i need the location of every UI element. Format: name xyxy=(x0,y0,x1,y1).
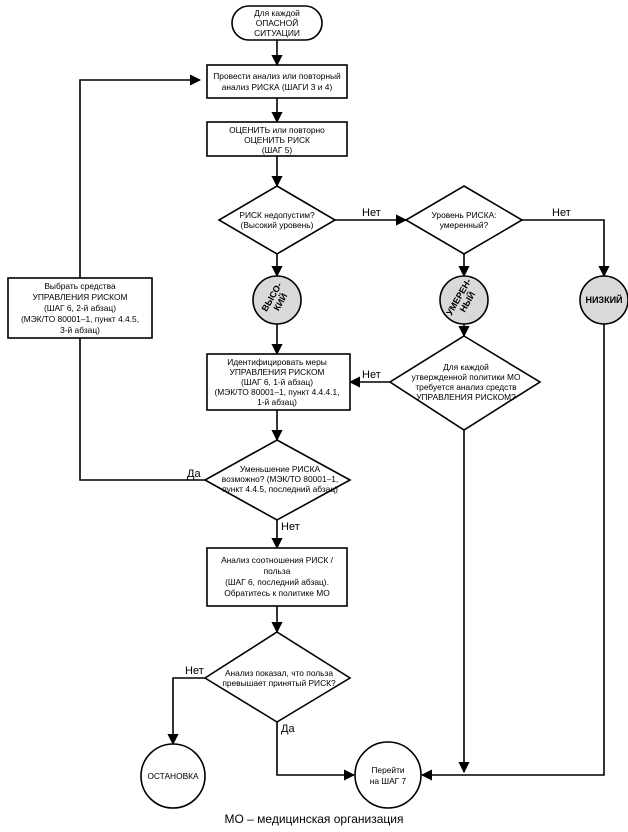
svg-text:Уровень РИСКА:умеренный?: Уровень РИСКА:умеренный? xyxy=(431,210,496,230)
label-no-moderate: Нет xyxy=(552,207,571,219)
node-low: НИЗКИЙ xyxy=(579,275,628,325)
node-stop: ОСТАНОВКА xyxy=(140,743,206,809)
svg-text:Анализ соотношения РИСК /польз: Анализ соотношения РИСК /польза(ШАГ 6, п… xyxy=(221,555,334,598)
label-yes-benefit: Да xyxy=(281,723,295,735)
decision-risk-moderate: Уровень РИСКА:умеренный? xyxy=(404,185,524,255)
decision-risk-unacceptable: РИСК недопустим?(Высокий уровень) xyxy=(217,185,337,255)
edge-reduction-select xyxy=(79,338,205,481)
label-no-benefit: Нет xyxy=(185,665,204,677)
label-no-reduction: Нет xyxy=(281,521,300,533)
label-no-risk: Нет xyxy=(362,207,381,219)
edge-select-analyze xyxy=(79,74,202,278)
svg-text:НИЗКИЙ: НИЗКИЙ xyxy=(585,294,622,305)
node-benefit-analysis: Анализ соотношения РИСК /польза(ШАГ 6, п… xyxy=(206,547,348,607)
caption: МО – медицинская организация xyxy=(225,812,404,826)
node-high: ВЫСО-КИЙ xyxy=(252,275,302,325)
edge-moderate-low xyxy=(522,219,610,278)
svg-text:ОСТАНОВКА: ОСТАНОВКА xyxy=(147,771,199,781)
svg-text:РИСК недопустим?(Высокий урове: РИСК недопустим?(Высокий уровень) xyxy=(239,210,315,230)
edge-question-stop xyxy=(167,677,205,746)
edge-question-step7 xyxy=(276,722,356,781)
label-no-policy: Нет xyxy=(362,369,381,381)
edge-low-step7 xyxy=(420,324,605,781)
node-medium: УМЕРЕН-НЫЙ xyxy=(439,275,489,325)
label-yes-reduction: Да xyxy=(187,468,201,480)
connectors xyxy=(79,38,610,781)
edge-labels: Нет Нет Нет Да Нет Нет Да xyxy=(185,207,571,735)
